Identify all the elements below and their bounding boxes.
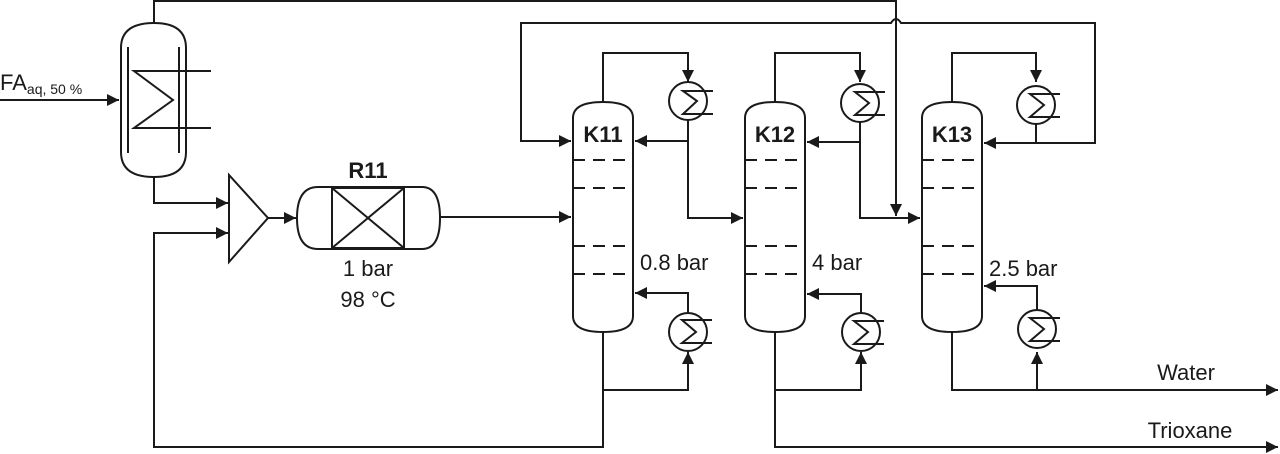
column-k13: K13 2.5 bar xyxy=(921,100,1058,334)
reboiler-icon xyxy=(1017,309,1057,349)
reactor-label: R11 xyxy=(348,158,387,183)
reactor-bed-cross-2 xyxy=(331,187,405,249)
condenser-coil-icon xyxy=(852,91,885,116)
column-k12: K12 4 bar xyxy=(744,100,862,334)
k12-reflux-line xyxy=(807,122,861,148)
k13-reboiler xyxy=(1017,309,1060,349)
k11-label: K11 xyxy=(583,122,622,147)
k11-reboiler-feed-line xyxy=(603,352,694,391)
water-label: Water xyxy=(1157,360,1215,385)
k13-overhead-line xyxy=(951,52,1042,102)
k13-reflux-line xyxy=(984,124,1037,149)
reactor-temperature: 98 °C xyxy=(340,287,395,312)
condenser-icon xyxy=(840,83,880,123)
k12-overhead-line xyxy=(774,52,866,102)
reactor-catalyst-bed xyxy=(331,187,405,249)
k13-recycle-to-k11-line xyxy=(520,18,1096,147)
trioxane-product-line xyxy=(774,332,1278,453)
k12-to-k13-line xyxy=(859,142,920,224)
k11-recycle-line xyxy=(153,227,604,448)
column-k11: K11 0.8 bar xyxy=(572,100,709,334)
reactor-r11: R11 1 bar 98 °C xyxy=(295,158,442,312)
k12-pressure: 4 bar xyxy=(812,250,862,275)
k12-reboiler-return-line xyxy=(807,288,862,313)
reboiler-coil-icon xyxy=(851,320,884,345)
preheater-vessel xyxy=(120,21,211,179)
k12-label: K12 xyxy=(755,122,795,147)
k11-reflux-line xyxy=(635,120,689,147)
k11-reboiler xyxy=(668,312,712,352)
feed-stream: FAaq, 50 % xyxy=(0,70,119,106)
condenser-icon xyxy=(1016,85,1056,125)
preheater-shell xyxy=(120,21,187,179)
feed-label: FAaq, 50 % xyxy=(0,70,82,97)
reboiler-icon xyxy=(841,312,881,352)
heating-coil-icon xyxy=(130,70,211,129)
k12-reboiler-feed-line xyxy=(775,352,867,391)
reboiler-coil-icon xyxy=(679,319,712,344)
k13-pressure: 2.5 bar xyxy=(989,256,1058,281)
k13-reboiler-feed-line xyxy=(951,332,1043,391)
k11-pressure: 0.8 bar xyxy=(640,250,709,275)
condenser-coil-icon xyxy=(1027,93,1060,118)
condenser-coil-icon xyxy=(679,90,713,115)
k12-condenser xyxy=(840,83,885,123)
k11-reboiler-return-line xyxy=(635,287,689,313)
reboiler-coil-icon xyxy=(1027,317,1060,342)
k13-reboiler-return-line xyxy=(984,280,1038,310)
reactor-pressure: 1 bar xyxy=(343,256,393,281)
k12-reboiler xyxy=(841,312,884,352)
k13-label: K13 xyxy=(932,122,972,147)
mixer-icon xyxy=(228,172,270,265)
k11-overhead-line xyxy=(602,52,694,102)
k13-condenser xyxy=(1016,85,1060,125)
k11-condenser xyxy=(668,81,713,121)
reboiler-icon xyxy=(668,312,708,352)
preheater-to-mixer-line xyxy=(153,177,228,209)
trioxane-label: Trioxane xyxy=(1148,418,1233,443)
preheater-vapor-line xyxy=(153,0,897,216)
k11-to-k12-line xyxy=(687,141,743,224)
